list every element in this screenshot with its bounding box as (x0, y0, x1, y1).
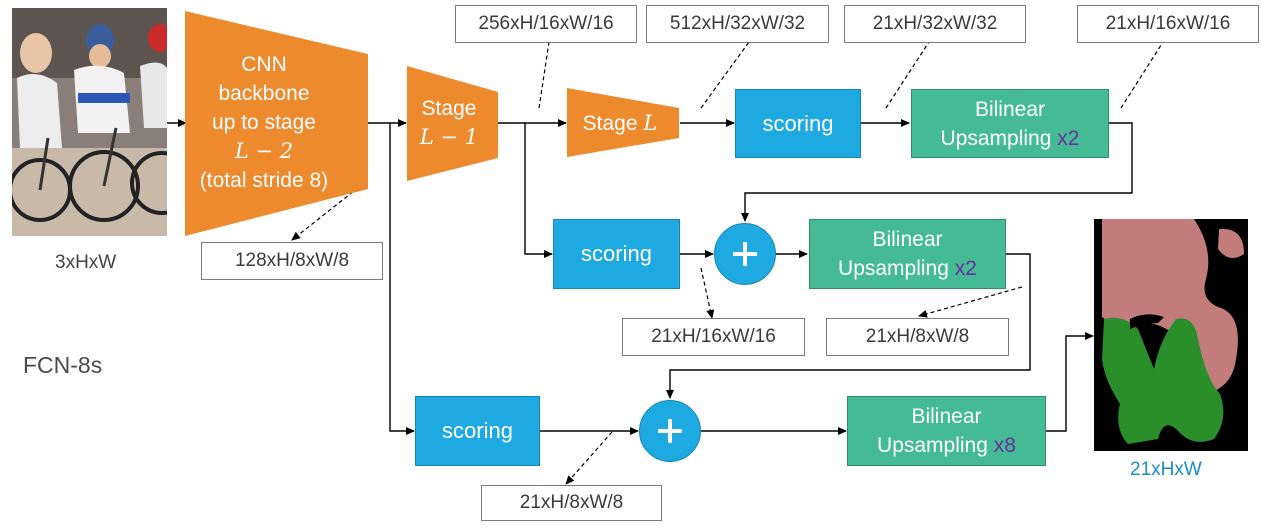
sum-node-bottom-icon (639, 400, 701, 462)
scoring-mid: scoring (553, 219, 680, 289)
upsample-bottom-line2: Upsampling (877, 434, 988, 457)
scoring-bottom: scoring (415, 396, 540, 466)
stage-l-minus-1-shape (407, 66, 498, 181)
segmentation-mask-icon (1102, 219, 1244, 444)
shape-label-512: 512xH/32xW/32 (646, 5, 829, 43)
stage-l-label: Stage L (567, 109, 673, 138)
model-name: FCN-8s (23, 352, 103, 378)
stage-l-word: Stage (582, 112, 638, 135)
upsample-bottom-factor: x8 (993, 434, 1016, 457)
upsample-top-line2: Upsampling (940, 126, 1052, 150)
stage-l-minus-1-label: Stage L − 1 (407, 94, 491, 152)
backbone-line4: (total stride 8) (199, 169, 329, 192)
stage-l-math: L (643, 111, 658, 135)
output-segmentation-map (1094, 219, 1248, 451)
upsample-mid-factor: x2 (954, 257, 977, 280)
stage-l-minus-1-word: Stage (421, 97, 477, 120)
sum-node-mid-icon (714, 223, 776, 285)
shape-label-21-16-top: 21xH/16xW/16 (1077, 5, 1259, 43)
upsample-top-line1: Bilinear (974, 97, 1046, 121)
stage-l-minus-1-math: L − 1 (419, 125, 479, 149)
upsample-mid-line1: Bilinear (872, 228, 943, 251)
shape-label-21-16-mid: 21xH/16xW/16 (622, 318, 805, 356)
scoring-top: scoring (735, 89, 861, 158)
backbone-math: L − 2 (234, 139, 294, 163)
shape-label-21-32: 21xH/32xW/32 (844, 5, 1026, 43)
stage-l-shape (567, 88, 679, 157)
upsample-mid-line2: Upsampling (838, 257, 949, 280)
backbone-line1: CNN (241, 53, 287, 76)
input-image (12, 8, 167, 236)
shape-label-256: 256xH/16xW/16 (455, 5, 637, 43)
upsample-top-factor: x2 (1057, 126, 1080, 150)
upsample-bottom: Bilinear Upsampling x8 (847, 396, 1046, 466)
upsample-mid: Bilinear Upsampling x2 (809, 219, 1006, 289)
backbone-label: CNN backbone up to stage L − 2 (total st… (186, 50, 342, 195)
upsample-top: Bilinear Upsampling x2 (911, 89, 1109, 158)
backbone-line2: backbone (218, 82, 310, 105)
output-caption: 21xHxW (1130, 459, 1202, 480)
cyclists-photo-icon (12, 8, 167, 236)
shape-label-21-8-mid: 21xH/8xW/8 (826, 318, 1009, 356)
backbone-line3: up to stage (212, 111, 316, 134)
shape-label-128: 128xH/8xW/8 (201, 242, 383, 280)
shape-label-21-8-bottom: 21xH/8xW/8 (481, 485, 662, 521)
input-caption: 3xHxW (55, 252, 117, 273)
backbone-shape (185, 11, 368, 236)
upsample-bottom-line1: Bilinear (911, 405, 982, 428)
